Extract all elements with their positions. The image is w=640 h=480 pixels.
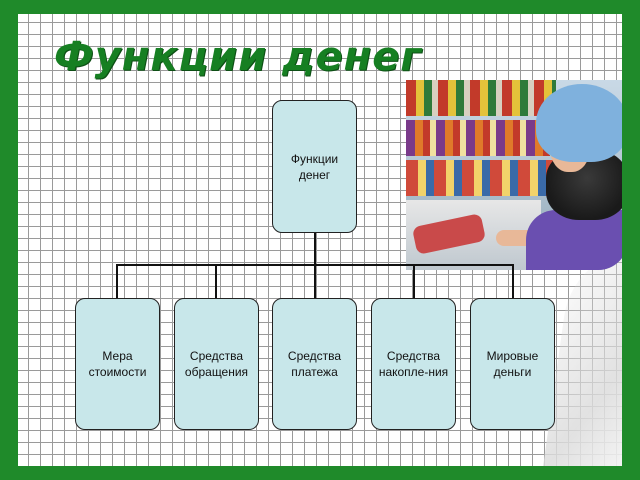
child-node-store-of-value: Средства накопле-ния (371, 298, 456, 430)
connector-child-2 (215, 264, 217, 298)
shelf (406, 120, 556, 156)
slide-title: Функции денег (54, 34, 423, 80)
connector-child-4 (413, 264, 415, 298)
connector-child-5 (512, 264, 514, 298)
child-node-line2: платежа (291, 365, 338, 379)
child-node-medium-of-exchange: Средства обращения (174, 298, 259, 430)
shopper (496, 80, 622, 270)
connector-child-1 (116, 264, 118, 298)
connector-root-down (314, 233, 316, 265)
child-node-line2: деньги (493, 365, 532, 379)
child-node-measure-of-value: Мера стоимости (75, 298, 160, 430)
root-node-line1: Функции (290, 151, 339, 166)
child-node-line1: Средства (189, 349, 244, 363)
child-node-means-of-payment: Средства платежа (272, 298, 357, 430)
child-node-line2: стоимости (88, 365, 147, 379)
child-node-world-money: Мировые деньги (470, 298, 555, 430)
shelf (406, 80, 556, 116)
slide: Функции денег (18, 14, 622, 466)
coat (526, 210, 622, 270)
child-node-line1: Средства (386, 349, 441, 363)
child-node-line1: Средства (287, 349, 342, 363)
child-node-line2: обращения (184, 365, 249, 379)
child-node-line1: Мировые (486, 349, 539, 363)
hat (536, 84, 622, 162)
root-node: Функции денег (272, 100, 357, 233)
connector-child-3 (314, 264, 316, 298)
shop-photo (406, 80, 622, 270)
root-node-line2: денег (298, 167, 331, 182)
child-node-line2: накопле-ния (378, 365, 449, 379)
shelf (406, 160, 556, 196)
child-node-line1: Мера (102, 349, 133, 363)
